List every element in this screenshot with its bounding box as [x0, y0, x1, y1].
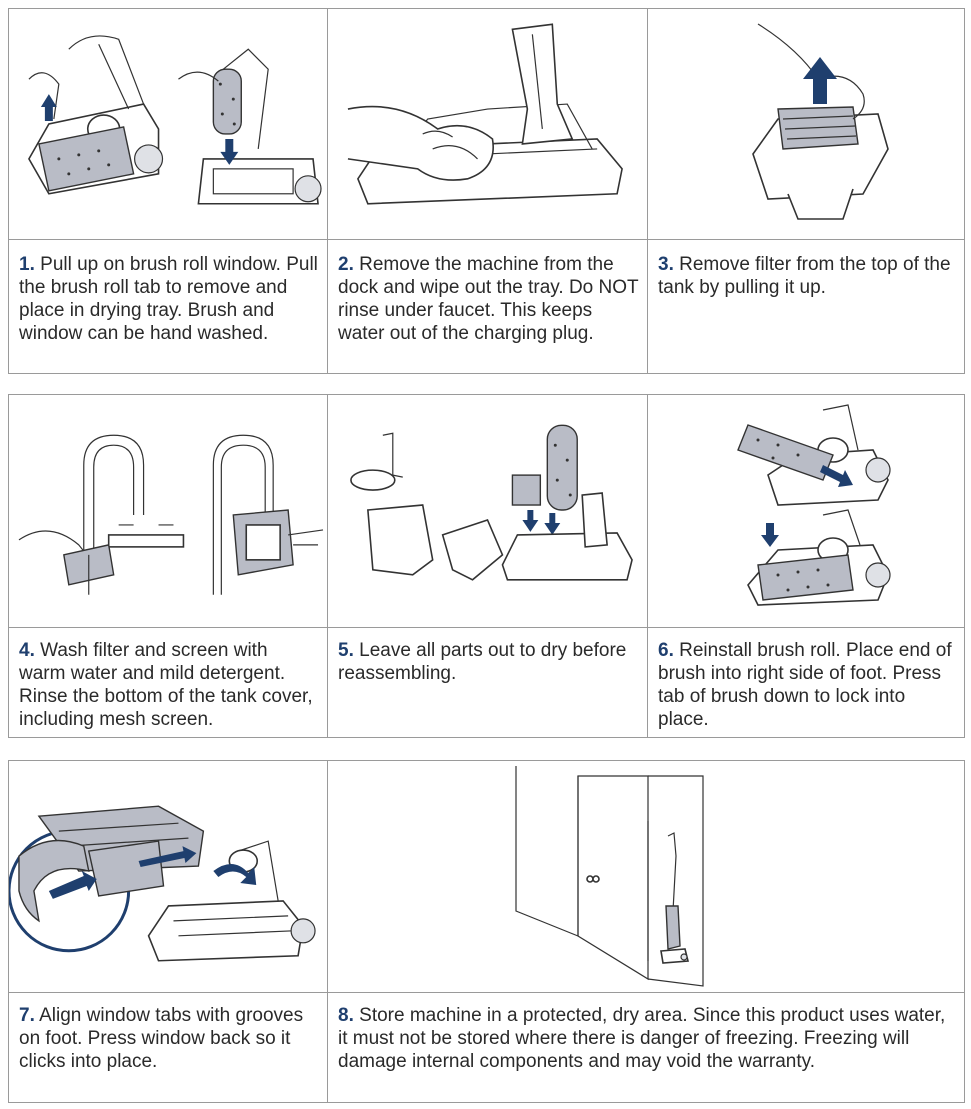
step-4-description: Wash filter and screen with warm water a…	[19, 640, 313, 730]
steps-row-1: 1. Pull up on brush roll window. Pull th…	[8, 8, 965, 374]
step-8-number: 8.	[338, 1005, 354, 1026]
step-6-panel: 6. Reinstall brush roll. Place end of br…	[648, 395, 964, 737]
step-7-illustration	[9, 761, 327, 993]
step-4-panel: 4. Wash filter and screen with warm wate…	[9, 395, 328, 737]
step-8-panel: 8. Store machine in a protected, dry are…	[328, 761, 964, 1102]
step-8-text: 8. Store machine in a protected, dry are…	[338, 1004, 956, 1073]
step-1-illustration	[9, 9, 327, 240]
step-6-description: Reinstall brush roll. Place end of brush…	[658, 640, 952, 730]
step-2-number: 2.	[338, 254, 354, 275]
step-7-text: 7. Align window tabs with grooves on foo…	[19, 1004, 319, 1073]
step-2-illustration	[328, 9, 647, 240]
step-4-text: 4. Wash filter and screen with warm wate…	[19, 639, 319, 731]
step-3-text: 3. Remove filter from the top of the tan…	[658, 253, 956, 299]
step-6-number: 6.	[658, 640, 674, 661]
step-4-illustration	[9, 395, 327, 628]
step-8-description: Store machine in a protected, dry area. …	[338, 1005, 946, 1072]
step-5-text: 5. Leave all parts out to dry before rea…	[338, 639, 639, 685]
step-5-illustration	[328, 395, 647, 628]
step-7-number: 7.	[19, 1005, 35, 1026]
step-3-panel: 3. Remove filter from the top of the tan…	[648, 9, 964, 373]
step-6-text: 6. Reinstall brush roll. Place end of br…	[658, 639, 956, 731]
step-5-panel: 5. Leave all parts out to dry before rea…	[328, 395, 648, 737]
step-5-number: 5.	[338, 640, 354, 661]
step-4-number: 4.	[19, 640, 35, 661]
steps-row-2: 4. Wash filter and screen with warm wate…	[8, 394, 965, 738]
step-1-number: 1.	[19, 254, 35, 275]
step-1-panel: 1. Pull up on brush roll window. Pull th…	[9, 9, 328, 373]
step-3-description: Remove filter from the top of the tank b…	[658, 254, 951, 298]
step-2-panel: 2. Remove the machine from the dock and …	[328, 9, 648, 373]
step-7-panel: 7. Align window tabs with grooves on foo…	[9, 761, 328, 1102]
step-3-illustration	[648, 9, 964, 240]
step-7-description: Align window tabs with grooves on foot. …	[19, 1005, 304, 1072]
step-2-text: 2. Remove the machine from the dock and …	[338, 253, 639, 345]
step-8-illustration	[328, 761, 964, 993]
step-3-number: 3.	[658, 254, 674, 275]
step-1-description: Pull up on brush roll window. Pull the b…	[19, 254, 318, 344]
step-5-description: Leave all parts out to dry before reasse…	[338, 640, 627, 684]
step-6-illustration	[648, 395, 964, 628]
steps-row-3: 7. Align window tabs with grooves on foo…	[8, 760, 965, 1103]
step-1-text: 1. Pull up on brush roll window. Pull th…	[19, 253, 319, 345]
step-2-description: Remove the machine from the dock and wip…	[338, 254, 639, 344]
